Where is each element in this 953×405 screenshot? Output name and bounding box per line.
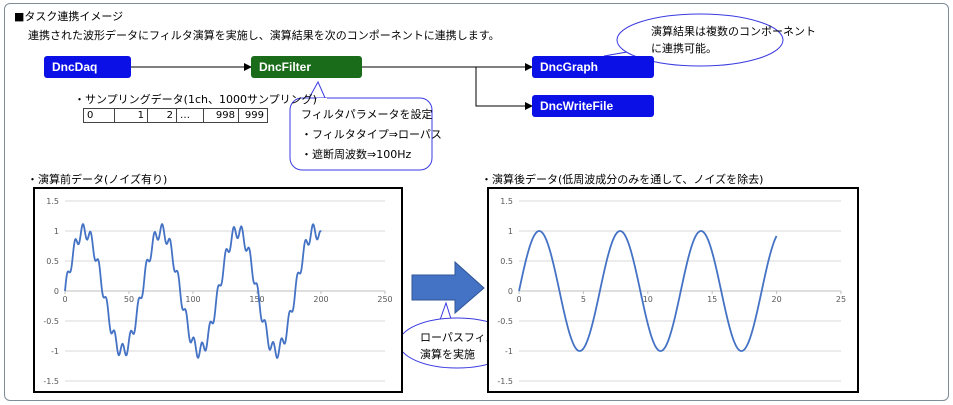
x-tick-label: 20: [772, 295, 782, 304]
description-text: 連携された波形データにフィルタ演算を実施し、演算結果を次のコンポーネントに連携し…: [28, 29, 500, 42]
chart-after: 1.5 1 0.5 0 -0.5 -1 -1.5 0 5 10 15 20 25: [487, 187, 859, 393]
filter-callout-line2: ・フィルタタイプ⇒ローパス: [301, 128, 442, 141]
section-title: ■タスク連携イメージ: [14, 10, 124, 23]
filter-callout-tail-mask: [317, 98, 327, 101]
series-line: [518, 230, 778, 352]
chart-after-svg: 1.5 1 0.5 0 -0.5 -1 -1.5 0 5 10 15 20 25: [497, 197, 846, 386]
y-tick-label: -0.5: [497, 317, 513, 326]
y-tick-label: 1.5: [46, 197, 59, 206]
y-tick-label: -1.5: [497, 377, 513, 386]
sampling-cell: 998: [203, 108, 239, 123]
x-tick-label: 150: [249, 295, 264, 304]
chart-before: 1.5 1 0.5 0 -0.5 -1 -1.5 0 50 100 150 200 250: [33, 187, 403, 393]
y-tick-label: -0.5: [43, 317, 59, 326]
y-tick-label: -1: [51, 347, 59, 356]
x-tick-label: 10: [643, 295, 653, 304]
filter-callout-line1: フィルタパラメータを設定: [301, 108, 433, 121]
chart-before-svg: 1.5 1 0.5 0 -0.5 -1 -1.5 0 50 100 150 200 250: [43, 197, 392, 386]
y-tick-label: 1: [54, 227, 59, 236]
result-callout-bubble: [616, 13, 784, 67]
arrow-filter-to-writefile: [475, 67, 533, 110]
series-line: [64, 222, 322, 360]
lowpass-callout-line2: 演算を実施: [420, 348, 475, 361]
component-dncgraph[interactable]: DncGraph: [532, 56, 654, 78]
filter-callout-line3: ・遮断周波数⇒100Hz: [301, 148, 412, 161]
x-tick-label: 5: [581, 295, 586, 304]
filter-callout-box: [289, 97, 433, 171]
sampling-cell: 0: [83, 108, 115, 123]
y-tick-label: 0.5: [46, 257, 59, 266]
result-callout-line2: に連携可能。: [651, 42, 717, 55]
sampling-cells: 0 1 2 … 998 999: [83, 108, 268, 123]
x-tick-label: 0: [516, 295, 521, 304]
y-tick-label: -1: [505, 347, 513, 356]
y-tick-label: 0: [508, 287, 513, 296]
result-callout-line1: 演算結果は複数のコンポーネント: [651, 25, 816, 38]
sampling-cell: …: [176, 108, 204, 123]
x-tick-label: 25: [836, 295, 846, 304]
sampling-cell: 2: [147, 108, 177, 123]
component-dncdaq[interactable]: DncDaq: [44, 56, 131, 78]
sampling-label: ・サンプリングデータ(1ch、1000サンプリング): [74, 93, 317, 106]
sampling-cell: 999: [238, 108, 268, 123]
x-tick-label: 250: [377, 295, 392, 304]
y-tick-label: 1.5: [500, 197, 513, 206]
before-label: ・演算前データ(ノイズ有り): [27, 173, 168, 186]
lowpass-callout-line1: ローパスフィルタ: [420, 331, 508, 344]
after-label: ・演算後データ(低周波成分のみを通して、ノイズを除去): [481, 173, 764, 186]
y-tick-label: 0.5: [500, 257, 513, 266]
x-tick-label: 0: [62, 295, 67, 304]
x-tick-label: 200: [313, 295, 328, 304]
y-tick-label: 1: [508, 227, 513, 236]
x-tick-label: 15: [707, 295, 717, 304]
x-tick-label: 100: [185, 295, 200, 304]
y-tick-label: 0: [54, 287, 59, 296]
sampling-cell: 1: [114, 108, 148, 123]
component-dncwritefile[interactable]: DncWriteFile: [532, 95, 654, 117]
x-tick-label: 50: [124, 295, 134, 304]
process-arrow: [411, 260, 485, 315]
y-tick-label: -1.5: [43, 377, 59, 386]
component-dncfilter[interactable]: DncFilter: [251, 56, 362, 78]
